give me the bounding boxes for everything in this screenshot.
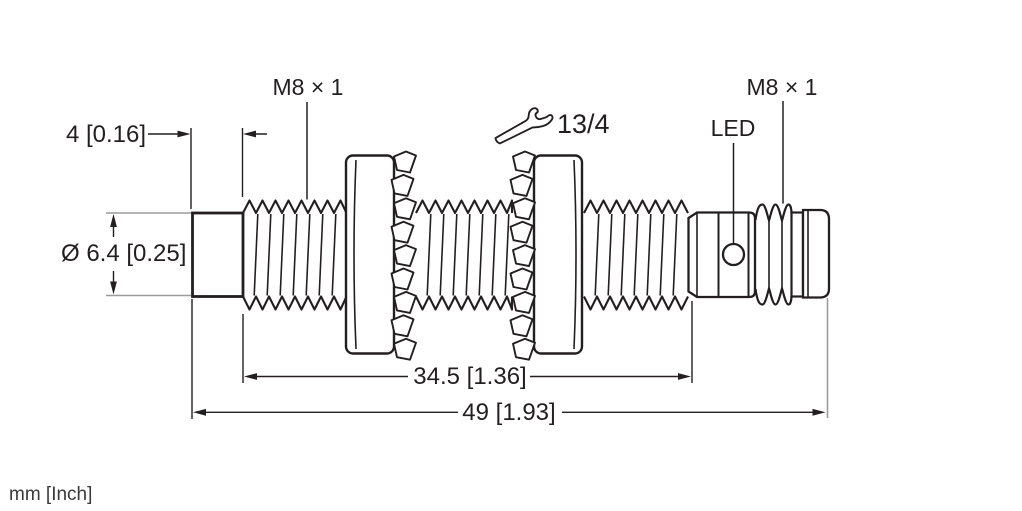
sensing-tip: [191, 211, 245, 298]
gray-extension-lines: [106, 212, 829, 418]
tip-length-dimension: 4 [0.16]: [66, 121, 146, 148]
led-label: LED: [711, 115, 756, 141]
sensor-housing: [687, 211, 757, 299]
barrel-length-dimension: 34.5 [1.36]: [413, 363, 526, 390]
connector-thread-label: M8 × 1: [747, 74, 818, 100]
connector-end-cap: [790, 208, 831, 299]
led-indicator: [721, 242, 746, 267]
mid-barrel-threads: [415, 199, 514, 311]
wrench-size-label: 13/4: [557, 109, 610, 139]
hex-nut-right: [532, 154, 584, 355]
front-thread-label: M8 × 1: [273, 74, 344, 100]
hex-nut-left: [344, 154, 396, 355]
rear-barrel-threads: [583, 199, 689, 311]
extension-lines: [190, 128, 693, 419]
lock-washer-left: [390, 150, 417, 361]
lock-washer-right: [509, 150, 536, 361]
wrench-icon: [494, 107, 554, 145]
units-note: mm [Inch]: [9, 484, 92, 505]
dimension-lines: [112, 133, 819, 413]
connector-threads: [754, 203, 793, 306]
tip-diameter-dimension: Ø 6.4 [0.25]: [61, 240, 186, 267]
dimension-arrows: [110, 130, 826, 416]
front-barrel-threads: [242, 199, 348, 311]
overall-length-dimension: 49 [1.93]: [462, 399, 555, 426]
